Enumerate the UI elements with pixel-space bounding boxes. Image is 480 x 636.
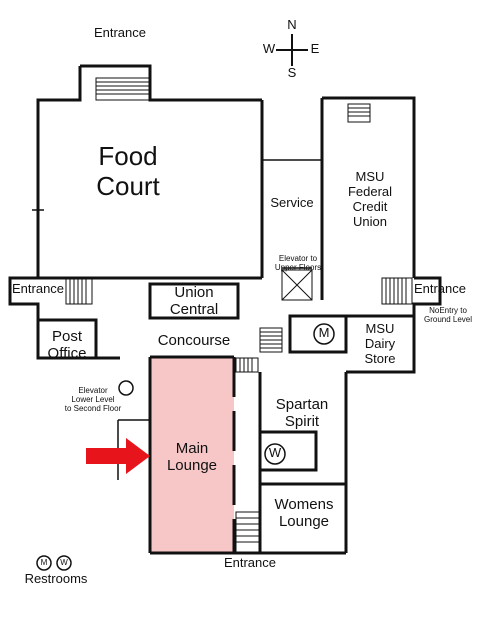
no-entry-label: NoEntry to Ground Level [423, 306, 473, 325]
stairs-left [65, 277, 93, 305]
restrooms-legend-label: Restrooms [24, 571, 88, 586]
men-symbol: M [318, 325, 330, 340]
legend-men-symbol: M [40, 558, 48, 567]
wall-food-court [36, 66, 82, 270]
spartan-spirit-label: Spartan Spirit [275, 396, 329, 431]
main-lounge-label: Main Lounge [166, 440, 218, 475]
restroom-m-box [288, 314, 348, 354]
entrance-right-label: Entrance [413, 281, 467, 296]
service-label: Service [270, 195, 314, 210]
stairs-top [95, 77, 151, 101]
union-central-box [148, 282, 240, 320]
food-court-label: Food Court [96, 141, 160, 201]
elevator-lower-label: Elevator Lower Level to Second Floor [64, 386, 122, 414]
stairs-bottom [235, 511, 261, 553]
compass-s: S [287, 65, 297, 80]
womens-lounge-label: Womens Lounge [274, 496, 334, 531]
union-central-label: Union Central [169, 284, 219, 319]
entrance-bottom-label: Entrance [223, 555, 277, 570]
wall-restroom-w [260, 430, 318, 472]
elevator-upper-label: Elevator to Upper Floors [274, 254, 322, 273]
stairs-credit-union [347, 103, 371, 123]
compass-w: W [262, 41, 276, 56]
elevator-upper-box [281, 269, 313, 301]
stairs-lounge [235, 357, 259, 373]
legend-women-symbol: W [60, 558, 68, 567]
women-symbol: W [268, 445, 282, 460]
legend-women-icon [56, 555, 72, 571]
dairy-store-label: MSU Dairy Store [364, 321, 396, 366]
legend-men-icon [36, 555, 52, 571]
concourse-label: Concourse [157, 332, 231, 349]
compass-rose [276, 34, 308, 66]
wall-credit-union [322, 96, 416, 278]
compass-n: N [287, 17, 297, 32]
entrance-left-label: Entrance [12, 281, 65, 297]
wall-post-office [38, 318, 98, 358]
wall-right-wing [346, 276, 442, 374]
stairs-right [381, 277, 413, 305]
credit-union-label: MSU Federal Credit Union [347, 169, 393, 229]
red-arrow-icon [86, 438, 150, 474]
elevator-lower-icon [118, 380, 134, 396]
post-office-label: Post Office [47, 328, 87, 363]
women-restroom-icon [264, 443, 286, 465]
entrance-top-label: Entrance [93, 25, 147, 40]
main-lounge-highlight [150, 357, 234, 553]
compass-e: E [310, 41, 320, 56]
men-restroom-icon [313, 323, 335, 345]
wall-food-court-top [80, 64, 262, 102]
